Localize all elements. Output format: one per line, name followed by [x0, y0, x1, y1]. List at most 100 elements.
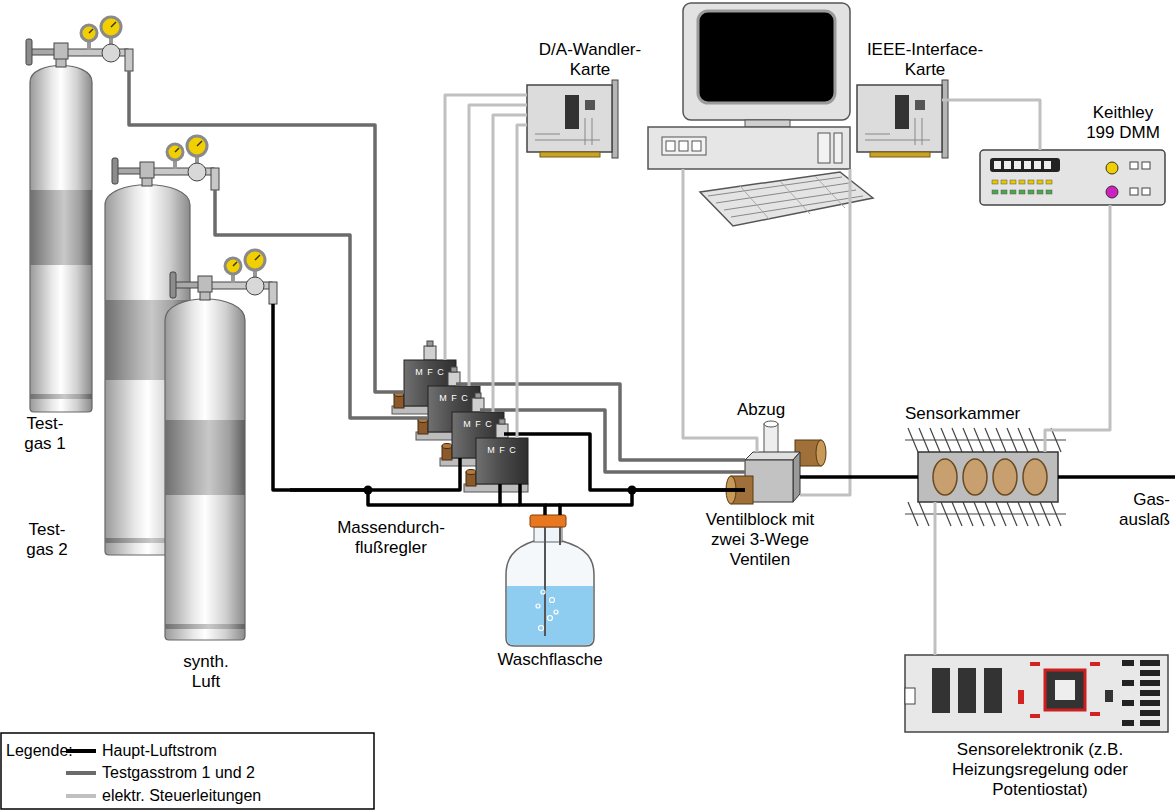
mfc-unit: [427, 341, 433, 346]
electronics-board: [1018, 690, 1024, 704]
wash-bottle: [544, 527, 546, 636]
electronics-board: [1090, 712, 1100, 716]
electronics-board: [1055, 680, 1075, 700]
sensor-chamber: [993, 459, 1017, 495]
gas-cylinder: [165, 299, 245, 640]
gas-cylinder: [165, 420, 245, 495]
label-anchor: Massendurch- flußregler: [332, 518, 450, 558]
interface-card: [612, 80, 618, 158]
outlet-pipe: [129, 71, 290, 490]
wash-bottle: [534, 527, 562, 542]
electronics-board: Sensorelektronik (z.B. Heizungsregelung …: [905, 655, 1168, 732]
legend-text: elektr. Steuerleitungen: [102, 786, 261, 805]
wash-bottle: [507, 586, 593, 645]
mfc-unit: [476, 438, 528, 484]
electronics-board: [1122, 660, 1160, 726]
gas-cylinder: Test- gas 2: [100, 140, 232, 557]
multimeter: [980, 150, 1165, 205]
interface-card: [915, 100, 925, 110]
mfc-unit: [496, 424, 508, 438]
part-label: IEEE-Interface- Karte: [855, 40, 995, 80]
mfc-unit: [475, 393, 481, 398]
outlet-pipe: [215, 190, 232, 235]
wash-bottle: [550, 598, 555, 603]
computer: [745, 120, 790, 127]
gas-cylinder: [30, 66, 92, 413]
interface-card: [535, 118, 600, 145]
label-anchor: Abzug: [737, 400, 785, 420]
interface-card: [540, 152, 600, 157]
legend-sample: [66, 771, 96, 775]
multimeter: [1028, 180, 1034, 184]
wire: [800, 169, 850, 495]
legend-text: Testgasstrom 1 und 2: [102, 763, 255, 782]
multimeter: [994, 161, 1001, 169]
legend-entry: elektr. Steuerleitungen: [102, 786, 261, 805]
device-label: M F C: [404, 366, 456, 378]
multimeter: [1001, 180, 1007, 184]
sensor-chamber: [905, 428, 1066, 526]
multimeter: [992, 180, 998, 184]
gas-cylinder: [165, 250, 277, 640]
multimeter: [1001, 190, 1007, 194]
cylinder-label: Test- gas 1: [18, 414, 72, 454]
part-label: Massendurch- flußregler: [332, 518, 450, 558]
electronics-board: [984, 668, 1002, 713]
legend-entry: Haupt-Luftstrom: [102, 741, 217, 760]
control-wire: [934, 502, 937, 655]
device-label: M F C: [476, 444, 528, 456]
electronics-board: [932, 668, 950, 713]
multimeter: [992, 190, 998, 194]
multimeter: [1130, 162, 1138, 169]
computer: [698, 11, 835, 103]
gas-cylinder: synth. Luft: [160, 245, 290, 642]
gas-cylinder: [165, 624, 245, 629]
computer: [700, 172, 873, 226]
test-gas-line: [480, 410, 745, 472]
multimeter: [1004, 161, 1011, 169]
computer: [708, 177, 863, 217]
multimeter: [1037, 180, 1043, 184]
control-wire: [517, 125, 527, 438]
multimeter: [1046, 180, 1052, 184]
computer: [648, 127, 850, 169]
part-label: Keithley 199 DMM: [1080, 103, 1166, 143]
part-label: D/A-Wandler- Karte: [530, 40, 650, 80]
device-label: M F C: [452, 418, 504, 430]
computer: [683, 3, 850, 120]
computer: [818, 133, 830, 163]
interface-card: [870, 152, 930, 157]
valve-block: [745, 452, 800, 460]
electronics-board: [1122, 700, 1134, 706]
air-line: [290, 458, 460, 490]
computer: [740, 176, 845, 220]
sensor-chamber: [905, 428, 1066, 526]
sensor-chamber: [1023, 459, 1047, 495]
electronics-board: [1122, 680, 1134, 686]
part-label: Abzug: [737, 400, 785, 420]
wash-bottle: [548, 616, 553, 621]
part-label: Sensorkammer: [905, 404, 1030, 424]
outlet-pipe: [129, 71, 150, 125]
electronics-board: [1105, 690, 1113, 702]
electronics-board: [905, 655, 1168, 732]
control-wire: [1045, 205, 1110, 452]
multimeter: [1046, 190, 1052, 194]
test-gas-line: [232, 235, 428, 418]
multimeter: [1014, 161, 1021, 169]
valve-block: Ventilblock mit zwei 3-Wege Ventilen: [745, 452, 800, 502]
sensor-chamber: [933, 459, 957, 495]
electronics-board: [1140, 690, 1160, 696]
electronics-board: [905, 688, 915, 704]
multimeter: [990, 158, 1060, 172]
multimeter: [1019, 180, 1025, 184]
pressure-regulator: [26, 17, 133, 71]
electronics-board: [905, 655, 1168, 732]
control-wire: [445, 95, 527, 360]
wash-bottle: [506, 515, 594, 646]
multimeter: [980, 150, 1165, 205]
mfc-unit: [499, 419, 505, 424]
sensor-chamber: [905, 439, 1066, 440]
mass-flow-controller: M F C: [476, 438, 528, 484]
interface-card: [585, 100, 595, 110]
